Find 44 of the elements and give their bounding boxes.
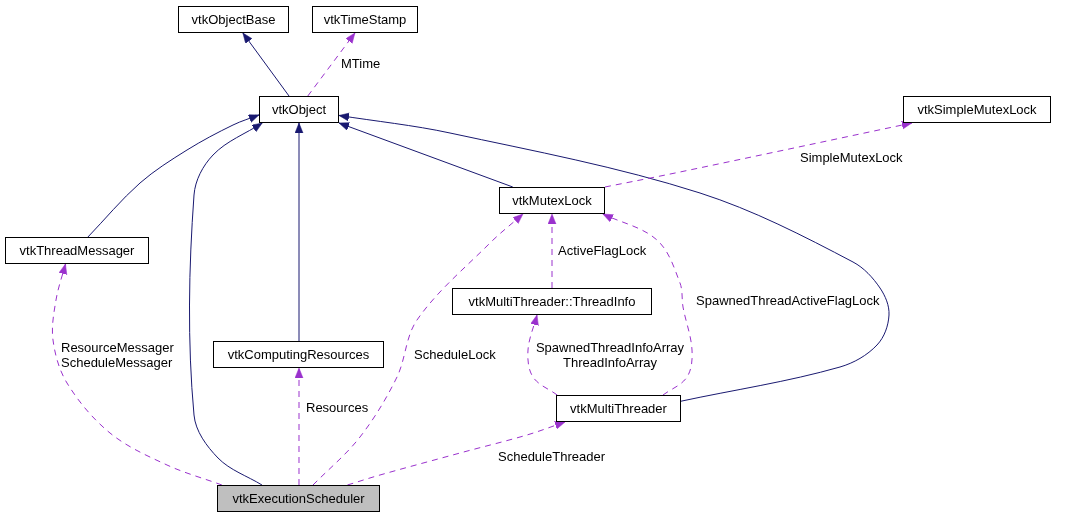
class-box bbox=[259, 96, 339, 123]
edge-label: SimpleMutexLock bbox=[799, 150, 904, 165]
dashed-arrow bbox=[604, 120, 913, 188]
arrow bbox=[87, 114, 260, 238]
edge-label: ActiveFlagLock bbox=[557, 243, 648, 258]
edge-label: ResourceMessager ScheduleMessager bbox=[60, 340, 175, 370]
dashed-arrow bbox=[527, 314, 558, 396]
class-name: vtkObjectBase bbox=[191, 12, 276, 27]
class-box bbox=[499, 187, 605, 214]
class-name: vtkExecutionScheduler bbox=[232, 491, 365, 506]
class-box bbox=[5, 237, 149, 264]
dashed-arrow bbox=[294, 367, 304, 486]
class-box bbox=[312, 6, 418, 33]
class-box bbox=[178, 6, 289, 33]
class-name: vtkMultiThreader::ThreadInfo bbox=[468, 294, 636, 309]
class-box bbox=[903, 96, 1051, 123]
edge-label: ScheduleLock bbox=[413, 347, 497, 362]
dashed-arrow bbox=[307, 32, 356, 97]
class-box bbox=[217, 485, 380, 512]
edge-label: SpawnedThreadInfoArray ThreadInfoArray bbox=[534, 340, 686, 370]
edge-label: Resources bbox=[305, 400, 370, 415]
dashed-arrow bbox=[51, 263, 223, 486]
class-name: vtkComputingResources bbox=[227, 347, 370, 362]
class-box bbox=[452, 288, 652, 315]
edge-label: MTime bbox=[340, 56, 382, 71]
dashed-arrow bbox=[312, 213, 524, 486]
dashed-arrow bbox=[346, 421, 566, 486]
class-name: vtkMultiThreader bbox=[570, 401, 667, 416]
class-name: vtkTimeStamp bbox=[323, 12, 407, 27]
arrow bbox=[338, 122, 514, 188]
class-name: vtkObject bbox=[271, 102, 327, 117]
arrow bbox=[242, 32, 290, 97]
class-name: vtkMutexLock bbox=[512, 193, 592, 208]
class-box bbox=[556, 395, 681, 422]
edge-label: SpawnedThreadActiveFlagLock bbox=[695, 293, 881, 308]
arrow bbox=[338, 112, 890, 402]
class-box bbox=[213, 341, 384, 368]
arrow bbox=[189, 122, 263, 486]
dashed-arrow bbox=[547, 213, 557, 289]
class-name: vtkThreadMessager bbox=[19, 243, 135, 258]
edge-label: ScheduleThreader bbox=[497, 449, 606, 464]
dashed-arrow bbox=[602, 213, 693, 396]
arrow bbox=[294, 122, 304, 342]
class-name: vtkSimpleMutexLock bbox=[917, 102, 1037, 117]
